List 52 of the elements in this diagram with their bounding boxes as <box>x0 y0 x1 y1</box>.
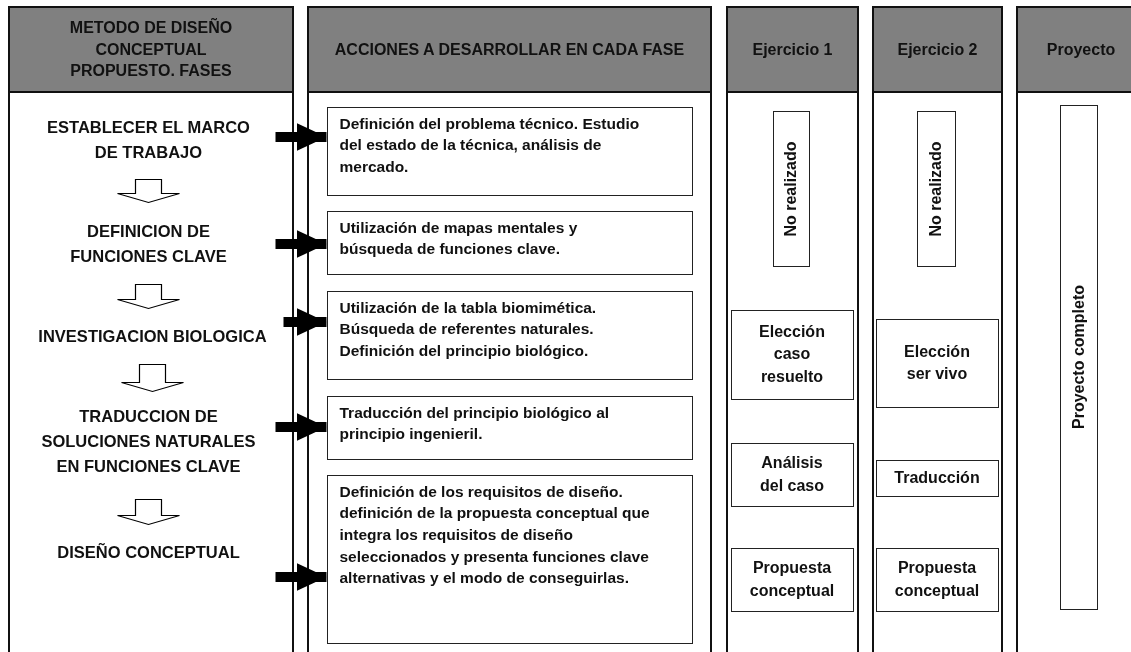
action-box <box>326 395 693 460</box>
arrow <box>275 123 327 151</box>
step-label: Propuesta conceptual <box>893 558 981 601</box>
block-arrow <box>116 498 181 526</box>
action-text: Definición del problema técnico. Estudio del estado de la técnica, análisis de mercado. <box>339 113 641 177</box>
block-arrow <box>120 363 185 393</box>
arrow <box>275 230 327 258</box>
step-box <box>772 110 810 267</box>
phase-label: INVESTIGACION BIOLOGICA <box>38 326 267 348</box>
step-label: Análisis del caso <box>759 453 825 496</box>
column-header: Ejercicio 1 <box>728 8 857 93</box>
arrow <box>283 308 327 336</box>
phase-label: DEFINICION DE FUNCIONES CLAVE <box>69 220 228 267</box>
action-box <box>326 474 693 644</box>
step-label: Proyecto completo <box>1068 285 1088 429</box>
column-panel <box>726 6 859 652</box>
column-panel <box>872 6 1003 652</box>
step-label: No realizado <box>780 140 800 237</box>
phase-label: TRADUCCION DE SOLUCIONES NATURALES EN FUNCIONES CLAVE <box>40 406 257 477</box>
column-header: METODO DE DISEÑO CONCEPTUAL PROPUESTO. FASES <box>10 8 292 93</box>
step-label: No realizado <box>925 140 945 237</box>
column-panel <box>1016 6 1131 652</box>
arrow <box>275 563 327 591</box>
step-box <box>875 547 999 612</box>
step-box <box>916 110 956 267</box>
action-text: Traducción del principio biológico al principio ingenieril. <box>339 402 611 445</box>
step-box <box>730 547 854 612</box>
action-text: Utilización de mapas mentales y búsqueda de funciones clave. <box>339 217 579 260</box>
step-box <box>875 459 999 497</box>
action-text: Utilización de la tabla biomimética. Búsqueda de referentes naturales. Definición del principio biológico. <box>339 297 598 361</box>
arrow <box>275 413 327 441</box>
action-text: Definición de los requisitos de diseño. definición de la propuesta conceptual que integra los requisitos de diseño seleccionados y presenta funciones clave alternativas y el modo de conseguirlas. <box>339 481 651 589</box>
action-box <box>326 290 693 380</box>
phase-label: DISEÑO CONCEPTUAL <box>57 541 240 563</box>
action-box <box>326 210 693 275</box>
column-panel <box>307 6 712 652</box>
step-label: Elección caso resuelto <box>758 321 826 387</box>
column-panel <box>8 6 294 652</box>
step-box <box>730 442 854 507</box>
step-label: Propuesta conceptual <box>748 558 836 601</box>
block-arrow <box>116 178 181 204</box>
action-box <box>326 106 693 196</box>
step-box <box>1059 104 1098 610</box>
step-box <box>875 318 999 408</box>
column-header: Proyecto <box>1018 8 1131 93</box>
step-label: Elección ser vivo <box>903 341 971 384</box>
phase-label: ESTABLECER EL MARCO DE TRABAJO <box>46 116 251 163</box>
column-header: Ejercicio 2 <box>874 8 1001 93</box>
step-box <box>730 309 854 400</box>
column-header: ACCIONES A DESARROLLAR EN CADA FASE <box>309 8 710 93</box>
block-arrow <box>116 283 181 310</box>
step-label: Traducción <box>894 467 980 488</box>
